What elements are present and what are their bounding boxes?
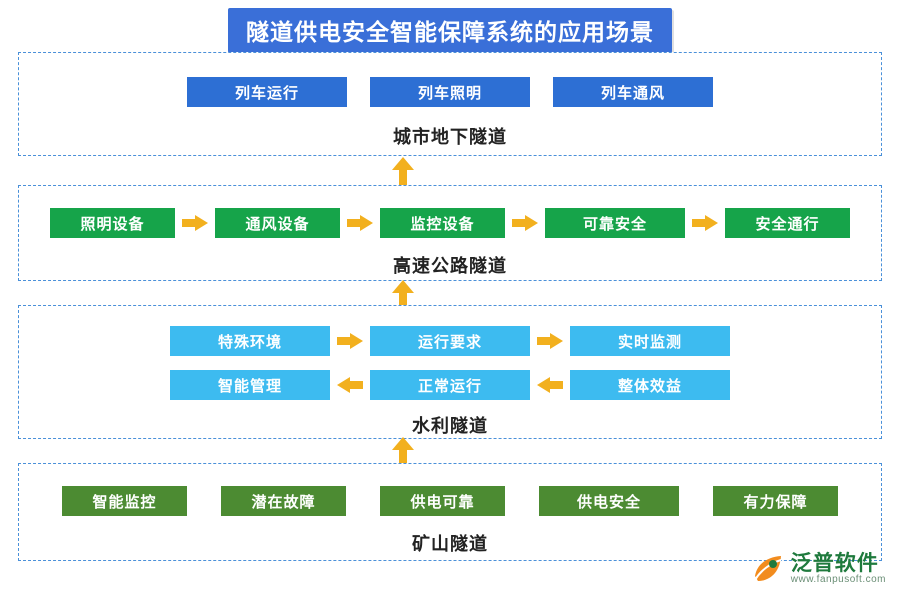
arrow-water-to-highway bbox=[392, 280, 414, 308]
node-mine-3[interactable]: 供电可靠 bbox=[380, 486, 505, 516]
node-water-1[interactable]: 特殊环境 bbox=[170, 326, 330, 356]
node-mine-5[interactable]: 有力保障 bbox=[713, 486, 838, 516]
arrow-left-icon-w3 bbox=[337, 377, 363, 393]
arrow-right-icon-h3 bbox=[512, 215, 538, 231]
page-title-container: 隧道供电安全智能保障系统的应用场景 bbox=[0, 8, 900, 53]
node-mine-2[interactable]: 潜在故障 bbox=[221, 486, 346, 516]
section-highway-row-1: 照明设备 通风设备 监控设备 可靠安全 安全通行 bbox=[19, 208, 881, 238]
logo-url: www.fanpusoft.com bbox=[790, 573, 886, 585]
arrow-shaft bbox=[399, 291, 407, 308]
arrow-highway-to-urban bbox=[392, 157, 414, 185]
arrow-right-icon-w1 bbox=[337, 333, 363, 349]
logo-name: 泛普软件 bbox=[790, 551, 879, 575]
node-highway-1[interactable]: 照明设备 bbox=[50, 208, 175, 238]
section-water-label: 水利隧道 bbox=[412, 416, 488, 436]
node-water-2[interactable]: 运行要求 bbox=[370, 326, 530, 356]
logo-text-block: 泛普软件 www.fanpusoft.com bbox=[790, 551, 886, 586]
arrow-shaft bbox=[399, 168, 407, 185]
section-water-row-1: 特殊环境 运行要求 实时监测 bbox=[19, 326, 881, 356]
arrow-left-icon-w4 bbox=[537, 377, 563, 393]
arrow-right-icon-h1 bbox=[182, 215, 208, 231]
node-highway-5[interactable]: 安全通行 bbox=[725, 208, 850, 238]
section-mine-tunnel: 智能监控 潜在故障 供电可靠 供电安全 有力保障 矿山隧道 bbox=[18, 463, 882, 561]
arrow-head-icon bbox=[392, 437, 414, 450]
section-water-row-2: 智能管理 正常运行 整体效益 bbox=[19, 370, 881, 400]
logo-leaf-icon bbox=[751, 552, 785, 586]
section-highway-label: 高速公路隧道 bbox=[393, 256, 507, 276]
node-urban-1[interactable]: 列车运行 bbox=[187, 77, 347, 107]
section-mine-row-1: 智能监控 潜在故障 供电可靠 供电安全 有力保障 bbox=[19, 486, 881, 516]
arrow-shaft bbox=[399, 448, 407, 465]
page-title: 隧道供电安全智能保障系统的应用场景 bbox=[228, 8, 672, 53]
node-highway-2[interactable]: 通风设备 bbox=[215, 208, 340, 238]
arrow-right-icon-h2 bbox=[347, 215, 373, 231]
node-highway-4[interactable]: 可靠安全 bbox=[545, 208, 685, 238]
node-mine-1[interactable]: 智能监控 bbox=[62, 486, 187, 516]
arrow-mine-to-water bbox=[392, 437, 414, 465]
node-mine-4[interactable]: 供电安全 bbox=[539, 486, 679, 516]
node-urban-2[interactable]: 列车照明 bbox=[370, 77, 530, 107]
brand-logo: 泛普软件 www.fanpusoft.com bbox=[751, 552, 886, 586]
node-urban-3[interactable]: 列车通风 bbox=[553, 77, 713, 107]
node-highway-3[interactable]: 监控设备 bbox=[380, 208, 505, 238]
arrow-head-icon bbox=[392, 157, 414, 170]
node-water-3[interactable]: 实时监测 bbox=[570, 326, 730, 356]
node-water-5[interactable]: 正常运行 bbox=[370, 370, 530, 400]
node-water-4[interactable]: 智能管理 bbox=[170, 370, 330, 400]
section-mine-label: 矿山隧道 bbox=[412, 534, 488, 554]
arrow-right-icon-h4 bbox=[692, 215, 718, 231]
section-urban-tunnel: 列车运行 列车照明 列车通风 城市地下隧道 bbox=[18, 52, 882, 156]
section-highway-tunnel: 照明设备 通风设备 监控设备 可靠安全 安全通行 高速公路隧道 bbox=[18, 185, 882, 281]
arrow-right-icon-w2 bbox=[537, 333, 563, 349]
arrow-head-icon bbox=[392, 280, 414, 293]
section-urban-row-1: 列车运行 列车照明 列车通风 bbox=[19, 77, 881, 107]
section-water-tunnel: 特殊环境 运行要求 实时监测 智能管理 正常运行 整体效益 水利隧道 bbox=[18, 305, 882, 439]
node-water-6[interactable]: 整体效益 bbox=[570, 370, 730, 400]
section-urban-label: 城市地下隧道 bbox=[393, 127, 507, 147]
